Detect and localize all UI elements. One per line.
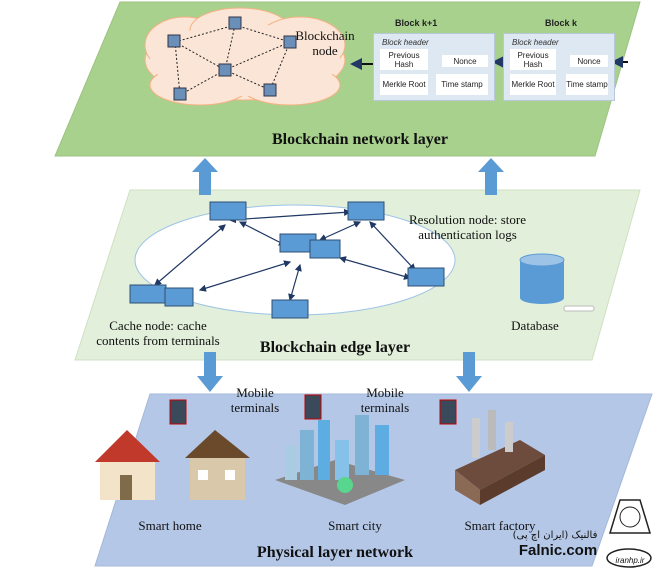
watermark-brand: Falnic.com bbox=[518, 542, 598, 559]
cache-node-label: Cache node: cache contents from terminal… bbox=[96, 318, 220, 348]
edge-layer-title: Blockchain edge layer bbox=[259, 339, 411, 356]
blockchain-node-label: Blockchain node bbox=[295, 28, 355, 58]
smart-city-label: Smart city bbox=[328, 518, 382, 533]
cloud-links bbox=[174, 24, 291, 96]
nonce: Nonce bbox=[442, 55, 488, 67]
smart-home-icon bbox=[95, 430, 250, 500]
watermark-seal-text: iranhp.ir bbox=[615, 556, 645, 565]
edge-links bbox=[154, 208, 416, 302]
previous-hash: Previous Hash bbox=[510, 49, 556, 70]
timestamp: Time stamp bbox=[566, 74, 608, 95]
edge-servers bbox=[129, 201, 445, 319]
nonce: Nonce bbox=[570, 55, 608, 67]
block-header-label: Block header bbox=[512, 38, 559, 47]
watermark-persian: فالنیک (ایران اچ پی) bbox=[512, 530, 598, 541]
database-icon bbox=[519, 253, 595, 312]
merkle-root: Merkle Root bbox=[380, 74, 428, 95]
block-k1-title: Block k+1 bbox=[395, 18, 438, 28]
block-header-label: Block header bbox=[382, 38, 429, 47]
block-k: Block header Previous Hash Nonce Merkle … bbox=[503, 33, 615, 101]
smart-factory-icon bbox=[455, 410, 545, 505]
mobile-terminals-label: Mobile terminals bbox=[230, 385, 280, 415]
cloud-nodes bbox=[167, 16, 297, 101]
block-k1: Block header Previous Hash Nonce Merkle … bbox=[373, 33, 495, 101]
merkle-root: Merkle Root bbox=[510, 74, 556, 95]
smart-city-icon bbox=[275, 415, 405, 505]
up-arrow-left bbox=[192, 158, 218, 195]
smart-factory-label: Smart factory bbox=[464, 518, 536, 533]
watermark-seal bbox=[606, 499, 652, 568]
physical-layer-title: Physical layer network bbox=[256, 544, 414, 561]
block-k-title: Block k bbox=[545, 18, 578, 28]
previous-hash: Previous Hash bbox=[380, 49, 428, 70]
up-arrow-right bbox=[478, 158, 504, 195]
down-arrow-left bbox=[197, 352, 223, 392]
resolution-node-label: Resolution node: store authentication lo… bbox=[409, 212, 526, 242]
mobile-terminal-icons bbox=[169, 394, 457, 425]
down-arrow-right bbox=[456, 352, 482, 392]
smart-home-label: Smart home bbox=[138, 518, 202, 533]
blockchain-layer-title: Blockchain network layer bbox=[272, 131, 448, 148]
mobile-terminals-label: Mobile terminals bbox=[360, 385, 410, 415]
timestamp: Time stamp bbox=[436, 74, 488, 95]
database-label: Database bbox=[511, 318, 559, 333]
